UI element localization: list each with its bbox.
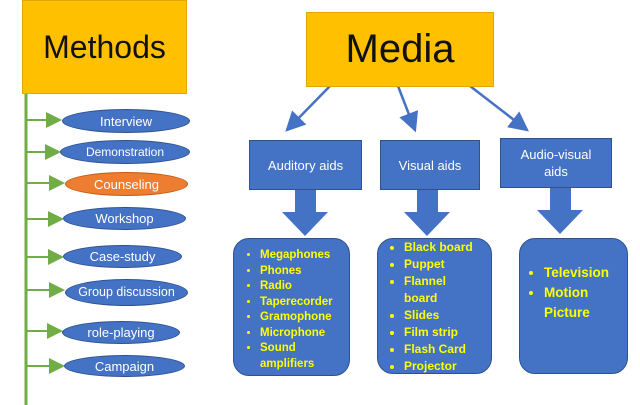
methods-title: Methods xyxy=(43,28,166,65)
audio-visual-aids-box: Audio-visual aids xyxy=(500,138,612,188)
list-item: Flannel board xyxy=(404,273,459,307)
media-title: Media xyxy=(345,27,455,71)
method-node-workshop: Workshop xyxy=(63,207,186,230)
list-item: Sound amplifiers xyxy=(260,341,349,372)
method-node-counseling: Counseling xyxy=(65,172,188,196)
media-arrow-auditory xyxy=(285,85,331,132)
method-node-role-playing: role-playing xyxy=(62,321,180,344)
methods-title-box: Methods xyxy=(22,0,187,94)
list-item: Flash Card xyxy=(404,341,491,358)
media-arrow-audiovisual xyxy=(469,85,529,132)
visual-aids-list: Black board Puppet Flannel board Slides … xyxy=(377,238,492,374)
method-node-demonstration: Demonstration xyxy=(60,140,190,164)
list-item: Puppet xyxy=(404,256,491,273)
list-item: Radio xyxy=(260,279,349,295)
method-node-group-discussion: Group discussion xyxy=(65,279,188,306)
list-item: Television xyxy=(544,263,609,283)
auditory-aids-list: Megaphones Phones Radio Taperecorder Gra… xyxy=(233,238,350,376)
audio-visual-aids-list: Television Motion Picture xyxy=(519,238,628,374)
method-node-interview: Interview xyxy=(62,109,190,133)
visual-aids-box: Visual aids xyxy=(380,140,480,190)
block-arrow-down xyxy=(282,190,328,236)
method-node-campaign: Campaign xyxy=(64,355,185,377)
auditory-aids-box: Auditory aids xyxy=(249,140,362,190)
list-item: Phones xyxy=(260,264,349,280)
media-arrow-visual xyxy=(396,85,419,133)
list-item: Megaphones xyxy=(260,248,349,264)
list-item: Film strip xyxy=(404,324,491,341)
list-item: Taperecorder xyxy=(260,295,349,311)
list-item: Slides xyxy=(404,307,491,324)
list-item: Gramophone xyxy=(260,310,349,326)
media-title-box: Media xyxy=(306,12,494,87)
list-item: Motion Picture xyxy=(544,283,604,323)
method-node-case-study: Case-study xyxy=(63,245,182,268)
block-arrow-down xyxy=(537,188,583,234)
block-arrow-down xyxy=(404,190,450,236)
list-item: Projector xyxy=(404,358,491,375)
list-item: Black board xyxy=(404,239,491,256)
list-item: Microphone xyxy=(260,326,349,342)
